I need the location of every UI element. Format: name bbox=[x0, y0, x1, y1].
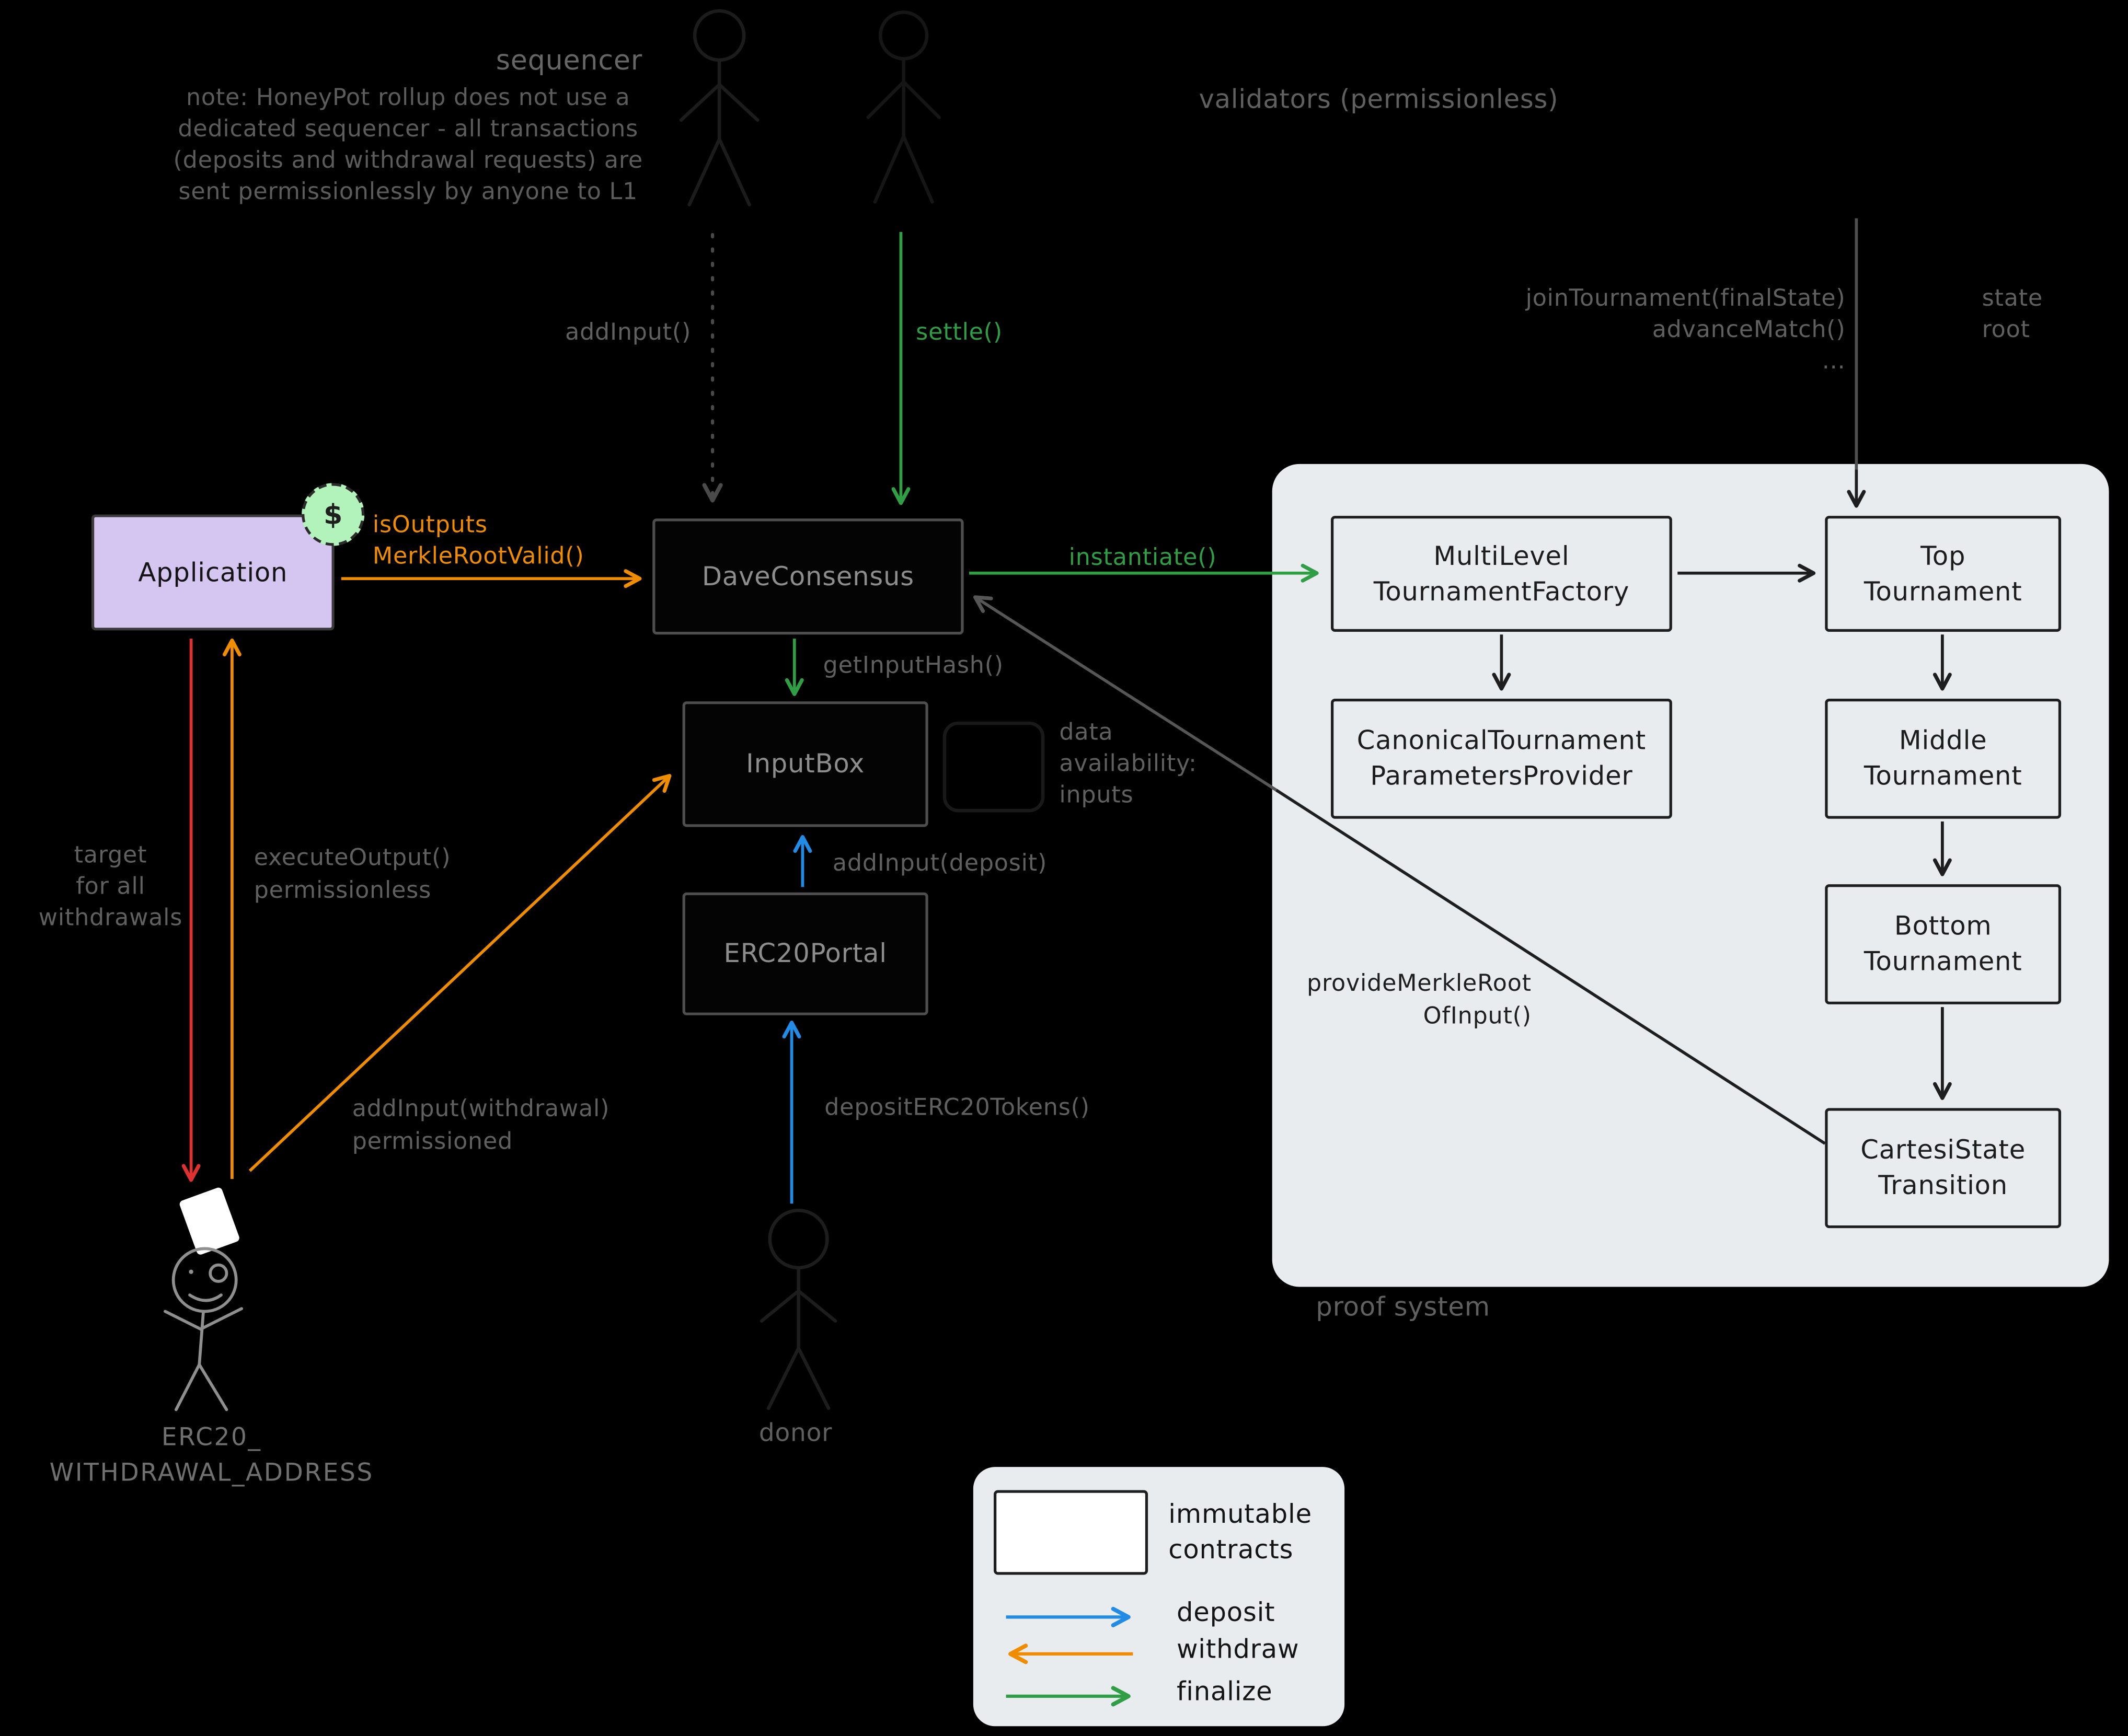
multilevel-factory-box: MultiLevel TournamentFactory bbox=[1331, 516, 1672, 632]
withdrawal-address-figure bbox=[164, 1187, 244, 1411]
cartesi-transition-box: CartesiState Transition bbox=[1825, 1108, 2062, 1229]
arrow-providemerkleroot-outer bbox=[973, 595, 1278, 792]
validators-label: validators (permissionless) bbox=[1199, 84, 1559, 115]
sequencer-ghost-figure bbox=[679, 9, 760, 206]
instantiate-label: instantiate() bbox=[1068, 544, 1217, 572]
legend-withdraw-label: withdraw bbox=[1176, 1635, 1299, 1665]
sequencer-title: sequencer bbox=[496, 43, 643, 77]
getinputhash-label: getInputHash() bbox=[823, 652, 1004, 680]
settle-label: settle() bbox=[916, 319, 1003, 347]
providemerkleroot-label: provideMerkleRoot OfInput() bbox=[1307, 970, 1532, 1031]
depositerc20-label: depositERC20Tokens() bbox=[824, 1094, 1090, 1122]
honeypot-coin-icon: $ bbox=[302, 483, 365, 546]
bottom-tournament-box: Bottom Tournament bbox=[1825, 884, 2062, 1004]
legend-deposit-label: deposit bbox=[1176, 1598, 1275, 1628]
canonical-provider-box: CanonicalTournament ParametersProvider bbox=[1331, 698, 1672, 819]
legend-immutable-label: immutable contracts bbox=[1168, 1499, 1312, 1566]
inputbox-box: InputBox bbox=[682, 701, 928, 827]
legend-finalize-label: finalize bbox=[1176, 1677, 1273, 1707]
proofsystem-label: proof system bbox=[1316, 1292, 1490, 1323]
addinputwithdrawal-label: addInput(withdrawal) permissioned bbox=[352, 1095, 610, 1156]
top-tournament-box: Top Tournament bbox=[1825, 516, 2062, 632]
donor-ghost-figure bbox=[760, 1208, 837, 1410]
data-availability-ghost bbox=[942, 721, 1045, 813]
targetwithdrawals-label: target for all withdrawals bbox=[38, 842, 183, 932]
validator-ghost-figure bbox=[866, 10, 941, 204]
monocle-icon bbox=[209, 1263, 228, 1283]
top-hat bbox=[179, 1187, 239, 1255]
daveconsensus-box: DaveConsensus bbox=[652, 518, 964, 635]
executeoutput-label: executeOutput() permissionless bbox=[254, 844, 451, 905]
addinput-label: addInput() bbox=[565, 319, 692, 347]
donor-label: donor bbox=[758, 1419, 833, 1448]
isoutputs-label: isOutputs MerkleRootValid() bbox=[372, 512, 584, 571]
addinputdeposit-label: addInput(deposit) bbox=[832, 850, 1048, 878]
arrow-addinput-withdrawal bbox=[248, 774, 672, 1172]
withdrawal-address-label: ERC20_ WITHDRAWAL_ADDRESS bbox=[49, 1423, 374, 1488]
middle-tournament-box: Middle Tournament bbox=[1825, 698, 2062, 819]
application-box: Application bbox=[91, 514, 335, 631]
legend-immutable-sample-box bbox=[994, 1490, 1148, 1575]
jointournament-label: joinTournament(finalState) advanceMatch(… bbox=[1525, 285, 1846, 376]
sequencer-note: note: HoneyPot rollup does not use a ded… bbox=[173, 84, 643, 206]
stateroot-label: state root bbox=[1982, 285, 2043, 344]
erc20portal-box: ERC20Portal bbox=[682, 892, 928, 1015]
arrow-providemerkleroot-inner bbox=[1275, 789, 1826, 1145]
dataavailability-label: data availability: inputs bbox=[1059, 719, 1197, 809]
